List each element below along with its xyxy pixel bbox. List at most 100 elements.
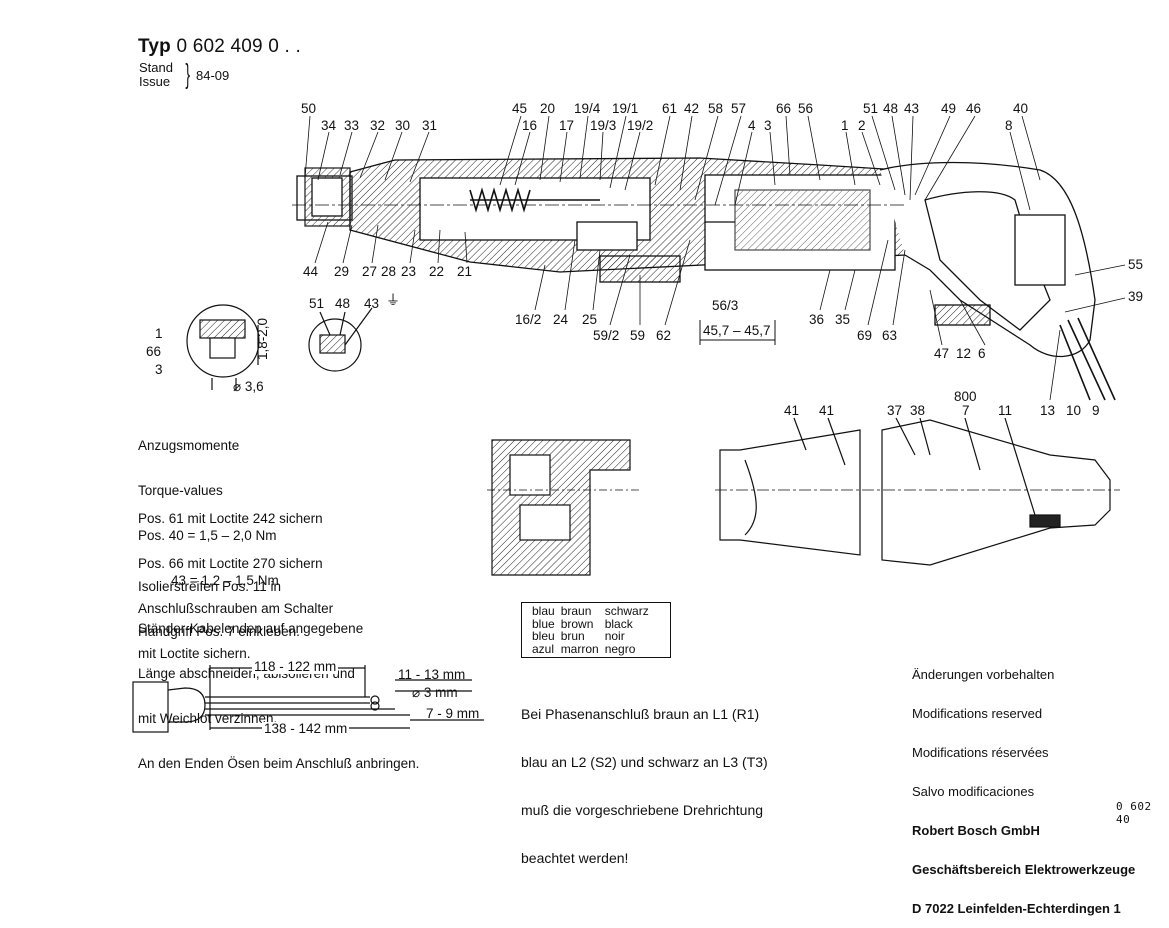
main-drawing	[132, 115, 1126, 733]
callout-59: 59	[630, 328, 646, 343]
detail-callout-66: 66	[146, 344, 162, 359]
cable-drawing	[132, 665, 484, 733]
callout-1: 1	[841, 118, 849, 133]
legal-line: Modifications reserved	[912, 706, 1043, 721]
note-line: Länge abschneiden, abisolieren und	[138, 666, 355, 681]
detail-dim-diameter: ⌀ 3,6	[233, 379, 264, 394]
stand-line: Stand	[139, 60, 173, 75]
callout-28: 28	[381, 264, 397, 279]
callout-4: 4	[748, 118, 756, 133]
ground-callout-48: 48	[335, 296, 351, 311]
callout-57: 57	[731, 101, 747, 116]
callout-69: 69	[857, 328, 873, 343]
callout-56-3: 56/3	[712, 298, 739, 313]
callout-13: 13	[1040, 403, 1056, 418]
note-line: Bei Phasenanschluß braun an L1 (R1)	[521, 706, 760, 722]
detail-dim-gap: 1,8-2,0	[255, 317, 270, 360]
housing-callout-37: 37	[887, 403, 903, 418]
detail-housing-drawing	[715, 417, 1120, 566]
callout-61: 61	[662, 101, 678, 116]
detail-ground-drawing	[308, 307, 373, 372]
note-line: Ständer-Kabelenden auf angegebene	[138, 621, 364, 636]
housing-callout-41a: 41	[784, 403, 800, 418]
callout-31: 31	[422, 118, 438, 133]
note-line: Anzugsmomente	[138, 438, 240, 453]
detail-callout-3: 3	[155, 362, 163, 377]
phase-note: Bei Phasenanschluß braun an L1 (R1) blau…	[521, 674, 768, 882]
callout-3: 3	[764, 118, 772, 133]
note-line: muß die vorgeschriebene Drehrichtung	[521, 802, 764, 818]
callout-55: 55	[1128, 257, 1144, 272]
housing-callout-41b: 41	[819, 403, 835, 418]
note-line: beachtet werden!	[521, 850, 629, 866]
callout-16-2: 16/2	[515, 312, 542, 327]
callout-16: 16	[522, 118, 538, 133]
company-division: Geschäftsbereich Elektrowerkzeuge	[912, 862, 1136, 877]
note-line: blau an L2 (S2) und schwarz an L3 (T3)	[521, 754, 768, 770]
callout-44: 44	[303, 264, 319, 279]
callout-8: 8	[1005, 118, 1013, 133]
callout-23: 23	[401, 264, 417, 279]
callout-43: 43	[904, 101, 920, 116]
callout-35: 35	[835, 312, 851, 327]
stand-date: 84-09	[196, 68, 230, 83]
cable-dim-11: 11 - 13 mm	[398, 667, 466, 682]
detail-spacing-drawing	[186, 304, 260, 390]
note-line: Anschlußschrauben am Schalter	[138, 601, 334, 616]
note-line: An den Enden Ösen beim Anschluß anbringe…	[138, 756, 420, 771]
callout-66: 66	[776, 101, 792, 116]
document-title: Typ 0 602 409 0 . .	[138, 36, 301, 58]
detail-section-drawing	[487, 439, 640, 576]
model-number: 0 602 409 0 . .	[176, 36, 301, 57]
note-line: Handgriff Pos. 7 einkleben.	[138, 624, 300, 639]
cable-dim-138: 138 - 142 mm	[262, 721, 350, 736]
callout-59-2: 59/2	[593, 328, 620, 343]
callout-29: 29	[334, 264, 350, 279]
callout-51: 51	[863, 101, 879, 116]
callout-24: 24	[553, 312, 569, 327]
ground-callout-43: 43	[364, 296, 380, 311]
callout-19-2: 19/2	[627, 118, 654, 133]
callout-10: 10	[1066, 403, 1082, 418]
note-line: mit Weichlot verzinnen.	[138, 711, 278, 726]
company-address: D 7022 Leinfelden-Echterdingen 1	[912, 901, 1121, 916]
callout-47: 47	[934, 346, 950, 361]
callout-20: 20	[540, 101, 556, 116]
callout-33: 33	[344, 118, 360, 133]
callout-49: 49	[941, 101, 957, 116]
callout-32: 32	[370, 118, 386, 133]
callout-9: 9	[1092, 403, 1100, 418]
note-line: mit Loctite sichern.	[138, 646, 251, 661]
ground-callout-51: 51	[309, 296, 325, 311]
housing-callout-800: 800	[954, 389, 977, 404]
callout-56: 56	[798, 101, 814, 116]
publisher-block: Änderungen vorbehalten Modifications res…	[912, 642, 1135, 928]
stand-label: Stand Issue	[139, 61, 173, 89]
top-leader-lines	[304, 115, 1041, 211]
note-line: Isolierstreifen Pos. 11 in	[138, 579, 282, 594]
note-line: Pos. 66 mit Loctite 270 sichern	[138, 556, 323, 571]
issue-line: Issue	[139, 74, 171, 89]
callout-19-4: 19/4	[574, 101, 601, 116]
callout-30: 30	[395, 118, 411, 133]
callout-25: 25	[582, 312, 598, 327]
cable-dim-118: 118 - 122 mm	[252, 659, 339, 674]
housing-callout-7: 7	[962, 403, 970, 418]
callout-62: 62	[656, 328, 672, 343]
callout-50: 50	[301, 101, 317, 116]
typ-label: Typ	[138, 36, 171, 57]
callout-34: 34	[321, 118, 337, 133]
callout-27: 27	[362, 264, 378, 279]
legal-line: Modifications réservées	[912, 745, 1049, 760]
document-number: 0 602 40	[1116, 800, 1152, 826]
callout-19-3: 19/3	[590, 118, 617, 133]
callout-22: 22	[429, 264, 445, 279]
callout-2: 2	[858, 118, 866, 133]
bottom-leader-lines	[314, 221, 1126, 401]
housing-callout-38: 38	[910, 403, 926, 418]
callout-21: 21	[457, 264, 473, 279]
